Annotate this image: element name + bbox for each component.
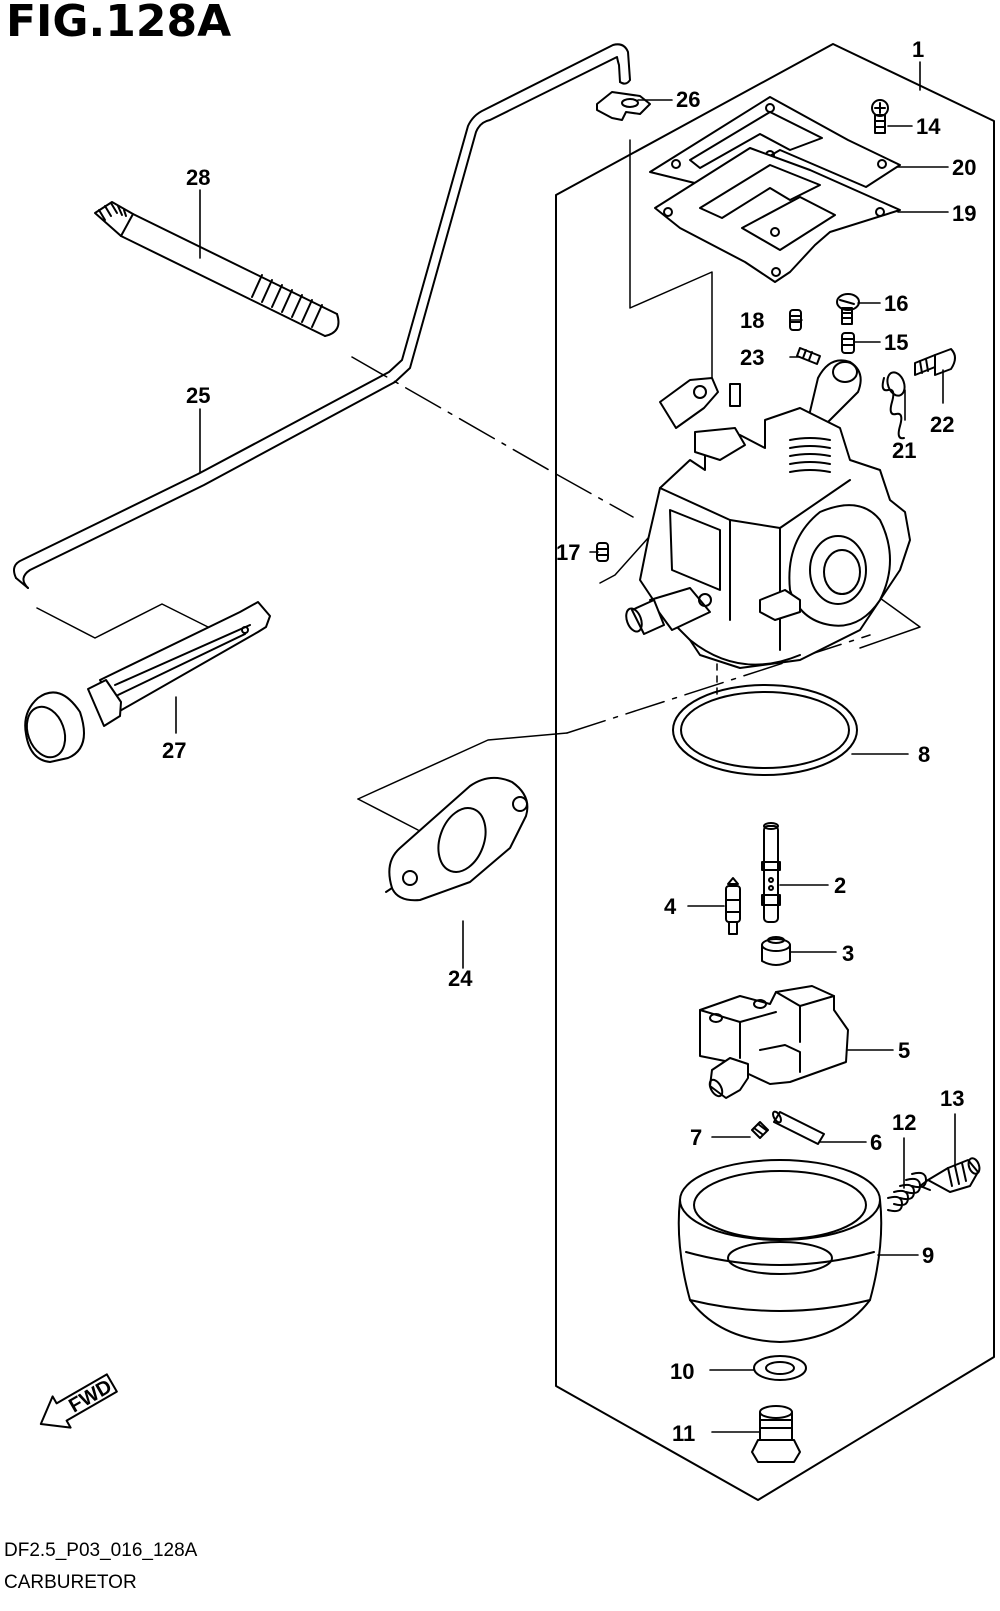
label-2: 2 [834,873,846,898]
label-6: 6 [870,1130,882,1155]
label-3: 3 [842,941,854,966]
leader-lines [176,62,955,1432]
label-20: 20 [952,155,976,180]
screw-23 [797,348,820,364]
screw-14 [872,100,888,133]
choke-knob-27 [20,602,270,763]
label-1: 1 [912,37,924,62]
fwd-arrow-icon: FWD [32,1367,121,1439]
main-jet-3 [762,937,790,965]
label-7: 7 [690,1125,702,1150]
drain-plug-11 [752,1406,800,1462]
label-11: 11 [672,1421,695,1446]
label-4: 4 [664,894,677,919]
label-14: 14 [916,114,941,139]
fwd-label: FWD [65,1376,115,1418]
label-8: 8 [918,742,930,767]
label-9: 9 [922,1243,934,1268]
jet-15 [842,333,854,353]
label-13: 13 [940,1086,964,1111]
label-25: 25 [186,383,210,408]
gasket-24 [386,778,527,900]
label-27: 27 [162,738,186,763]
figure-title: FIG.128A [6,0,232,47]
label-12: 12 [892,1110,916,1135]
label-18: 18 [740,308,764,333]
main-nozzle-2 [762,823,780,922]
figure-caption: CARBURETOR [4,1572,137,1593]
clip-7 [752,1122,768,1138]
bolt-28 [95,202,339,336]
label-10: 10 [670,1359,694,1384]
part-labels: 1 26 14 20 28 19 16 18 15 23 25 22 21 17… [162,37,976,1446]
spring-12 [888,1173,926,1211]
label-28: 28 [186,165,210,190]
label-22: 22 [930,412,954,437]
label-15: 15 [884,330,908,355]
label-16: 16 [884,291,908,316]
label-21: 21 [892,438,916,463]
assembly-box [556,44,994,1500]
gasket-19 [655,148,900,282]
float-5 [700,986,848,1098]
label-17: 17 [556,540,580,565]
figure-code: DF2.5_P03_016_128A [4,1540,198,1561]
label-26: 26 [676,87,700,112]
label-19: 19 [952,201,976,226]
screw-22 [915,349,955,375]
clip-26 [597,92,650,120]
screw-16 [837,294,859,324]
label-24: 24 [448,966,473,991]
float-bowl-9 [679,1160,882,1342]
needle-valve-4 [726,878,740,934]
spring-21 [883,370,908,438]
carburetor-body [623,360,910,668]
pilot-screw-13 [920,1157,981,1192]
label-23: 23 [740,345,764,370]
float-pin-6 [771,1110,824,1144]
washer-10 [754,1356,806,1380]
label-5: 5 [898,1038,910,1063]
o-ring-8 [673,685,857,775]
choke-rod-25 [14,44,630,588]
